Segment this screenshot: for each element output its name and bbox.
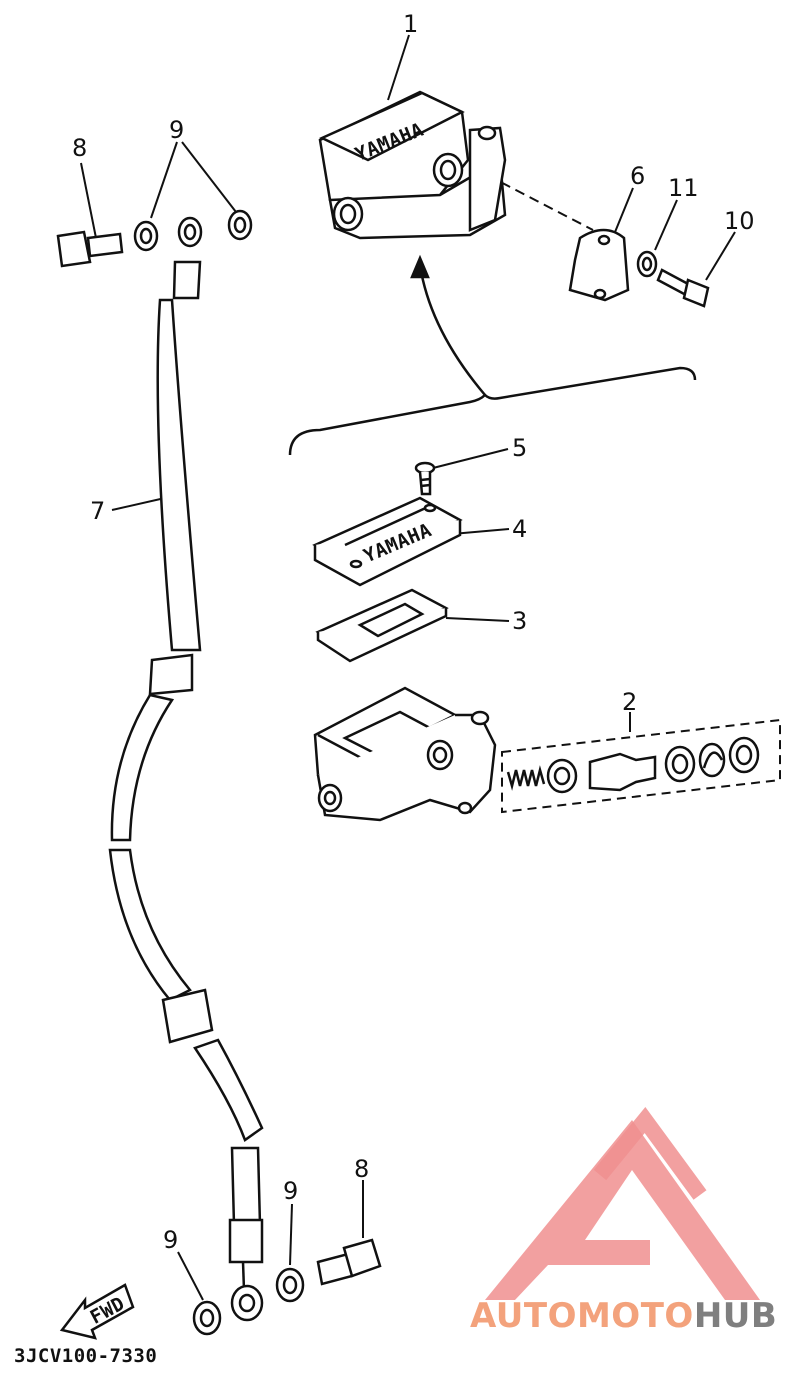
- watermark-triangle-mark: [485, 1120, 760, 1300]
- mount-hole: [477, 125, 497, 141]
- callout-11: 11: [668, 174, 699, 202]
- dashed-clamp-link: [486, 174, 594, 231]
- exploded-view-bracket: [288, 366, 697, 456]
- leader-5: [432, 448, 509, 469]
- leader-9-bottom-left: [177, 1251, 204, 1301]
- hose-lower: [108, 848, 192, 1002]
- callout-7: 7: [90, 497, 105, 525]
- callout-5: 5: [512, 434, 527, 462]
- leader-4: [451, 528, 510, 535]
- kit-circlip: [698, 742, 726, 778]
- watermark-text-part1: AUTOMOTO: [470, 1296, 694, 1336]
- callout-10: 10: [724, 207, 755, 235]
- hose-bottom-fitting: [228, 1218, 264, 1264]
- reservoir-cap: [312, 496, 463, 587]
- callout-4: 4: [512, 515, 527, 543]
- leader-8-top: [80, 162, 97, 239]
- watermark-logo: AUTOMOTOHUB: [470, 1106, 777, 1336]
- assembly-arrow: [288, 254, 697, 456]
- callout-9-bottom-left: 9: [163, 1226, 178, 1254]
- leader-6: [612, 187, 634, 238]
- banjo-fitting-inner: [439, 159, 457, 181]
- union-bolt-bottom: [316, 1238, 382, 1286]
- master-cylinder-assembly: [318, 90, 507, 240]
- leader-9-bottom-mid: [289, 1203, 293, 1266]
- hose-collar-1: [148, 653, 194, 696]
- callout-numbers: 1 2 3 4 5 6 7 8 8 9 9 9 10 11: [72, 10, 755, 1254]
- leader-9-top-a: [150, 141, 178, 219]
- leader-9-top-b: [181, 141, 237, 213]
- cylinder-port-inner: [339, 203, 357, 225]
- kit-piston: [588, 752, 657, 792]
- piston-kit: [501, 718, 781, 814]
- fwd-arrow-icon: [59, 1283, 135, 1340]
- leader-3: [445, 617, 510, 622]
- cylinder-body: [313, 686, 497, 822]
- callout-3: 3: [512, 607, 527, 635]
- washer-bottom-left: [192, 1300, 222, 1336]
- leader-11: [654, 199, 678, 251]
- leader-1: [387, 34, 410, 101]
- clamp-holder: [568, 228, 630, 302]
- leader-10: [705, 231, 736, 281]
- union-bolt-top: [56, 230, 124, 268]
- watermark-inner-stroke: [593, 1106, 707, 1200]
- hose-stub: [230, 1146, 262, 1227]
- clamp-bolt: [656, 268, 710, 308]
- kit-dashed-box: [501, 718, 781, 814]
- diagram-code: 3JCV100-7330: [14, 1345, 157, 1367]
- washer-top-left: [133, 220, 159, 252]
- kit-spring: [506, 765, 546, 791]
- clamp-washer: [636, 250, 658, 278]
- callout-2: 2: [622, 688, 637, 716]
- callout-1: 1: [403, 10, 418, 38]
- hose-upper: [156, 298, 202, 652]
- hose-top-fitting: [172, 260, 202, 300]
- washer-top-right: [227, 209, 253, 241]
- cylinder-lower-body: [328, 157, 507, 240]
- diaphragm: [315, 588, 449, 663]
- hose-middle: [110, 693, 175, 842]
- hose-collar-2: [161, 988, 214, 1044]
- callout-8-top: 8: [72, 134, 87, 162]
- clamp-mount: [468, 126, 507, 232]
- watermark-text: AUTOMOTOHUB: [470, 1296, 777, 1336]
- brake-hose: [108, 216, 264, 1322]
- callout-6: 6: [630, 162, 645, 190]
- washer-bottom-mid: [275, 1267, 305, 1303]
- callout-9-top: 9: [169, 116, 184, 144]
- watermark-text-part2: HUB: [694, 1296, 777, 1336]
- leader-lines: [80, 34, 736, 1301]
- reservoir-cap-top: [319, 91, 465, 162]
- cap-screw: [414, 461, 436, 496]
- hose-tail: [193, 1038, 264, 1142]
- callout-8-bottom: 8: [354, 1155, 369, 1183]
- callout-9-bottom-mid: 9: [283, 1177, 298, 1205]
